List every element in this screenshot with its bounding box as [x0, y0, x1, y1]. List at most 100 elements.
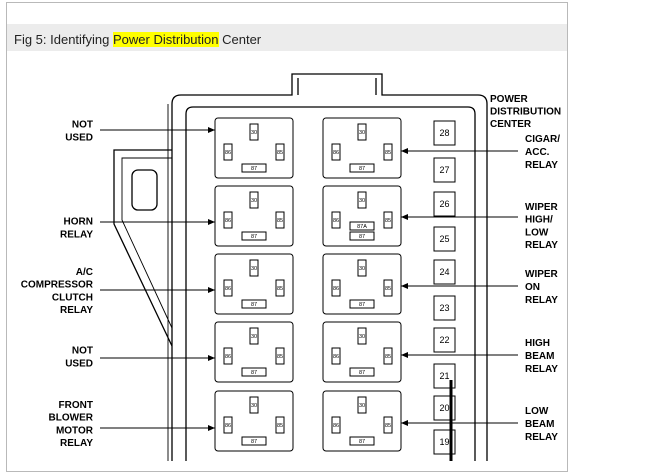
leader-arrow [401, 352, 518, 358]
pin-85-terminal [275, 347, 285, 365]
callout-line: RELAY [60, 229, 93, 240]
callout-labels: NOTUSEDHORNRELAYA/CCOMPRESSORCLUTCHRELAY… [21, 94, 561, 449]
fuse-number: 24 [439, 267, 449, 277]
fuse-slot [433, 363, 456, 389]
pin-85-terminal [383, 279, 393, 297]
pin-85-terminal [383, 416, 393, 434]
fuse: 20 [433, 395, 456, 421]
relay-socket [214, 253, 294, 315]
callout-line: WIPER [525, 269, 559, 280]
callout-line: RELAY [60, 438, 93, 449]
pin-87-label: 87 [251, 302, 257, 308]
pin-85-terminal [275, 211, 285, 229]
pin-86-label: 86 [225, 150, 231, 156]
callout-line: HORN [64, 217, 93, 228]
pin-87-terminal [349, 436, 375, 446]
pin-30-terminal [249, 123, 259, 141]
pin-87a-label: 87A [357, 224, 367, 230]
figure-caption: Fig 5: Identifying Power Distribution Ce… [14, 32, 261, 47]
pin-87-label: 87 [251, 234, 257, 240]
housing-outer [171, 73, 488, 461]
fuse-number: 20 [439, 403, 449, 413]
pin-30-terminal [357, 259, 367, 277]
pin-85-label: 85 [385, 286, 391, 292]
pin-87-label: 87 [251, 370, 257, 376]
callout-line: ACC. [525, 147, 550, 158]
bracket-slot [131, 169, 158, 211]
caption-prefix: Fig 5: Identifying [14, 32, 113, 47]
relay-socket [214, 321, 294, 383]
callout-line: WIPER [525, 202, 559, 213]
pin-87-label: 87 [359, 234, 365, 240]
pin-86-terminal [331, 347, 341, 365]
fuse: 22 [433, 327, 456, 353]
fuse-number: 22 [439, 335, 449, 345]
pin-30-label: 30 [251, 266, 257, 272]
pin-30-label: 30 [359, 198, 365, 204]
pin-30-label: 30 [359, 334, 365, 340]
pin-labels: 30 86 85 87 87A [333, 198, 391, 240]
pin-85-terminal [275, 279, 285, 297]
callout-line: RELAY [60, 305, 93, 316]
relay-socket [322, 390, 402, 452]
callout-line: CLUTCH [52, 292, 93, 303]
pin-30-terminal [357, 123, 367, 141]
title-line: DISTRIBUTION [490, 107, 561, 118]
callout-line: BEAM [525, 351, 554, 362]
leader-arrow [100, 287, 215, 293]
pin-85-label: 85 [385, 218, 391, 224]
fuse-number: 28 [439, 128, 449, 138]
fuse: 28 [433, 120, 456, 146]
leader-arrow [100, 219, 215, 225]
fuse: 26 [433, 191, 456, 217]
fuse-number: 21 [439, 371, 449, 381]
pin-85-terminal [275, 416, 285, 434]
caption-suffix: Center [218, 32, 262, 47]
fuse: 23 [433, 295, 456, 321]
pin-30-label: 30 [251, 130, 257, 136]
pin-85-label: 85 [385, 423, 391, 429]
callout-line: ON [525, 282, 540, 293]
pin-30-label: 30 [251, 403, 257, 409]
callout-line: FRONT [59, 400, 93, 411]
fuse-number: 26 [439, 199, 449, 209]
fuse-number: 23 [439, 303, 449, 313]
callout-line: BLOWER [49, 413, 94, 424]
callout-line: RELAY [525, 240, 558, 251]
pin-86-terminal [331, 279, 341, 297]
pin-86-label: 86 [333, 218, 339, 224]
callout-line: A/C [76, 267, 93, 278]
fuse: 25 [433, 226, 456, 252]
pin-86-label: 86 [225, 218, 231, 224]
pin-85-label: 85 [277, 218, 283, 224]
callout-line: COMPRESSOR [21, 280, 94, 291]
pin-30-label: 30 [359, 266, 365, 272]
pin-86-label: 86 [225, 286, 231, 292]
pin-30-label: 30 [359, 130, 365, 136]
callout-line: HIGH/ [525, 215, 553, 226]
pin-87-terminal [349, 367, 375, 377]
pin-30-terminal [357, 396, 367, 414]
pin-87-label: 87 [251, 166, 257, 172]
pin-85-label: 85 [277, 354, 283, 360]
pin-87-terminal [241, 436, 267, 446]
pin-85-terminal [275, 143, 285, 161]
relay-socket [322, 185, 402, 247]
pin-86-terminal [223, 347, 233, 365]
